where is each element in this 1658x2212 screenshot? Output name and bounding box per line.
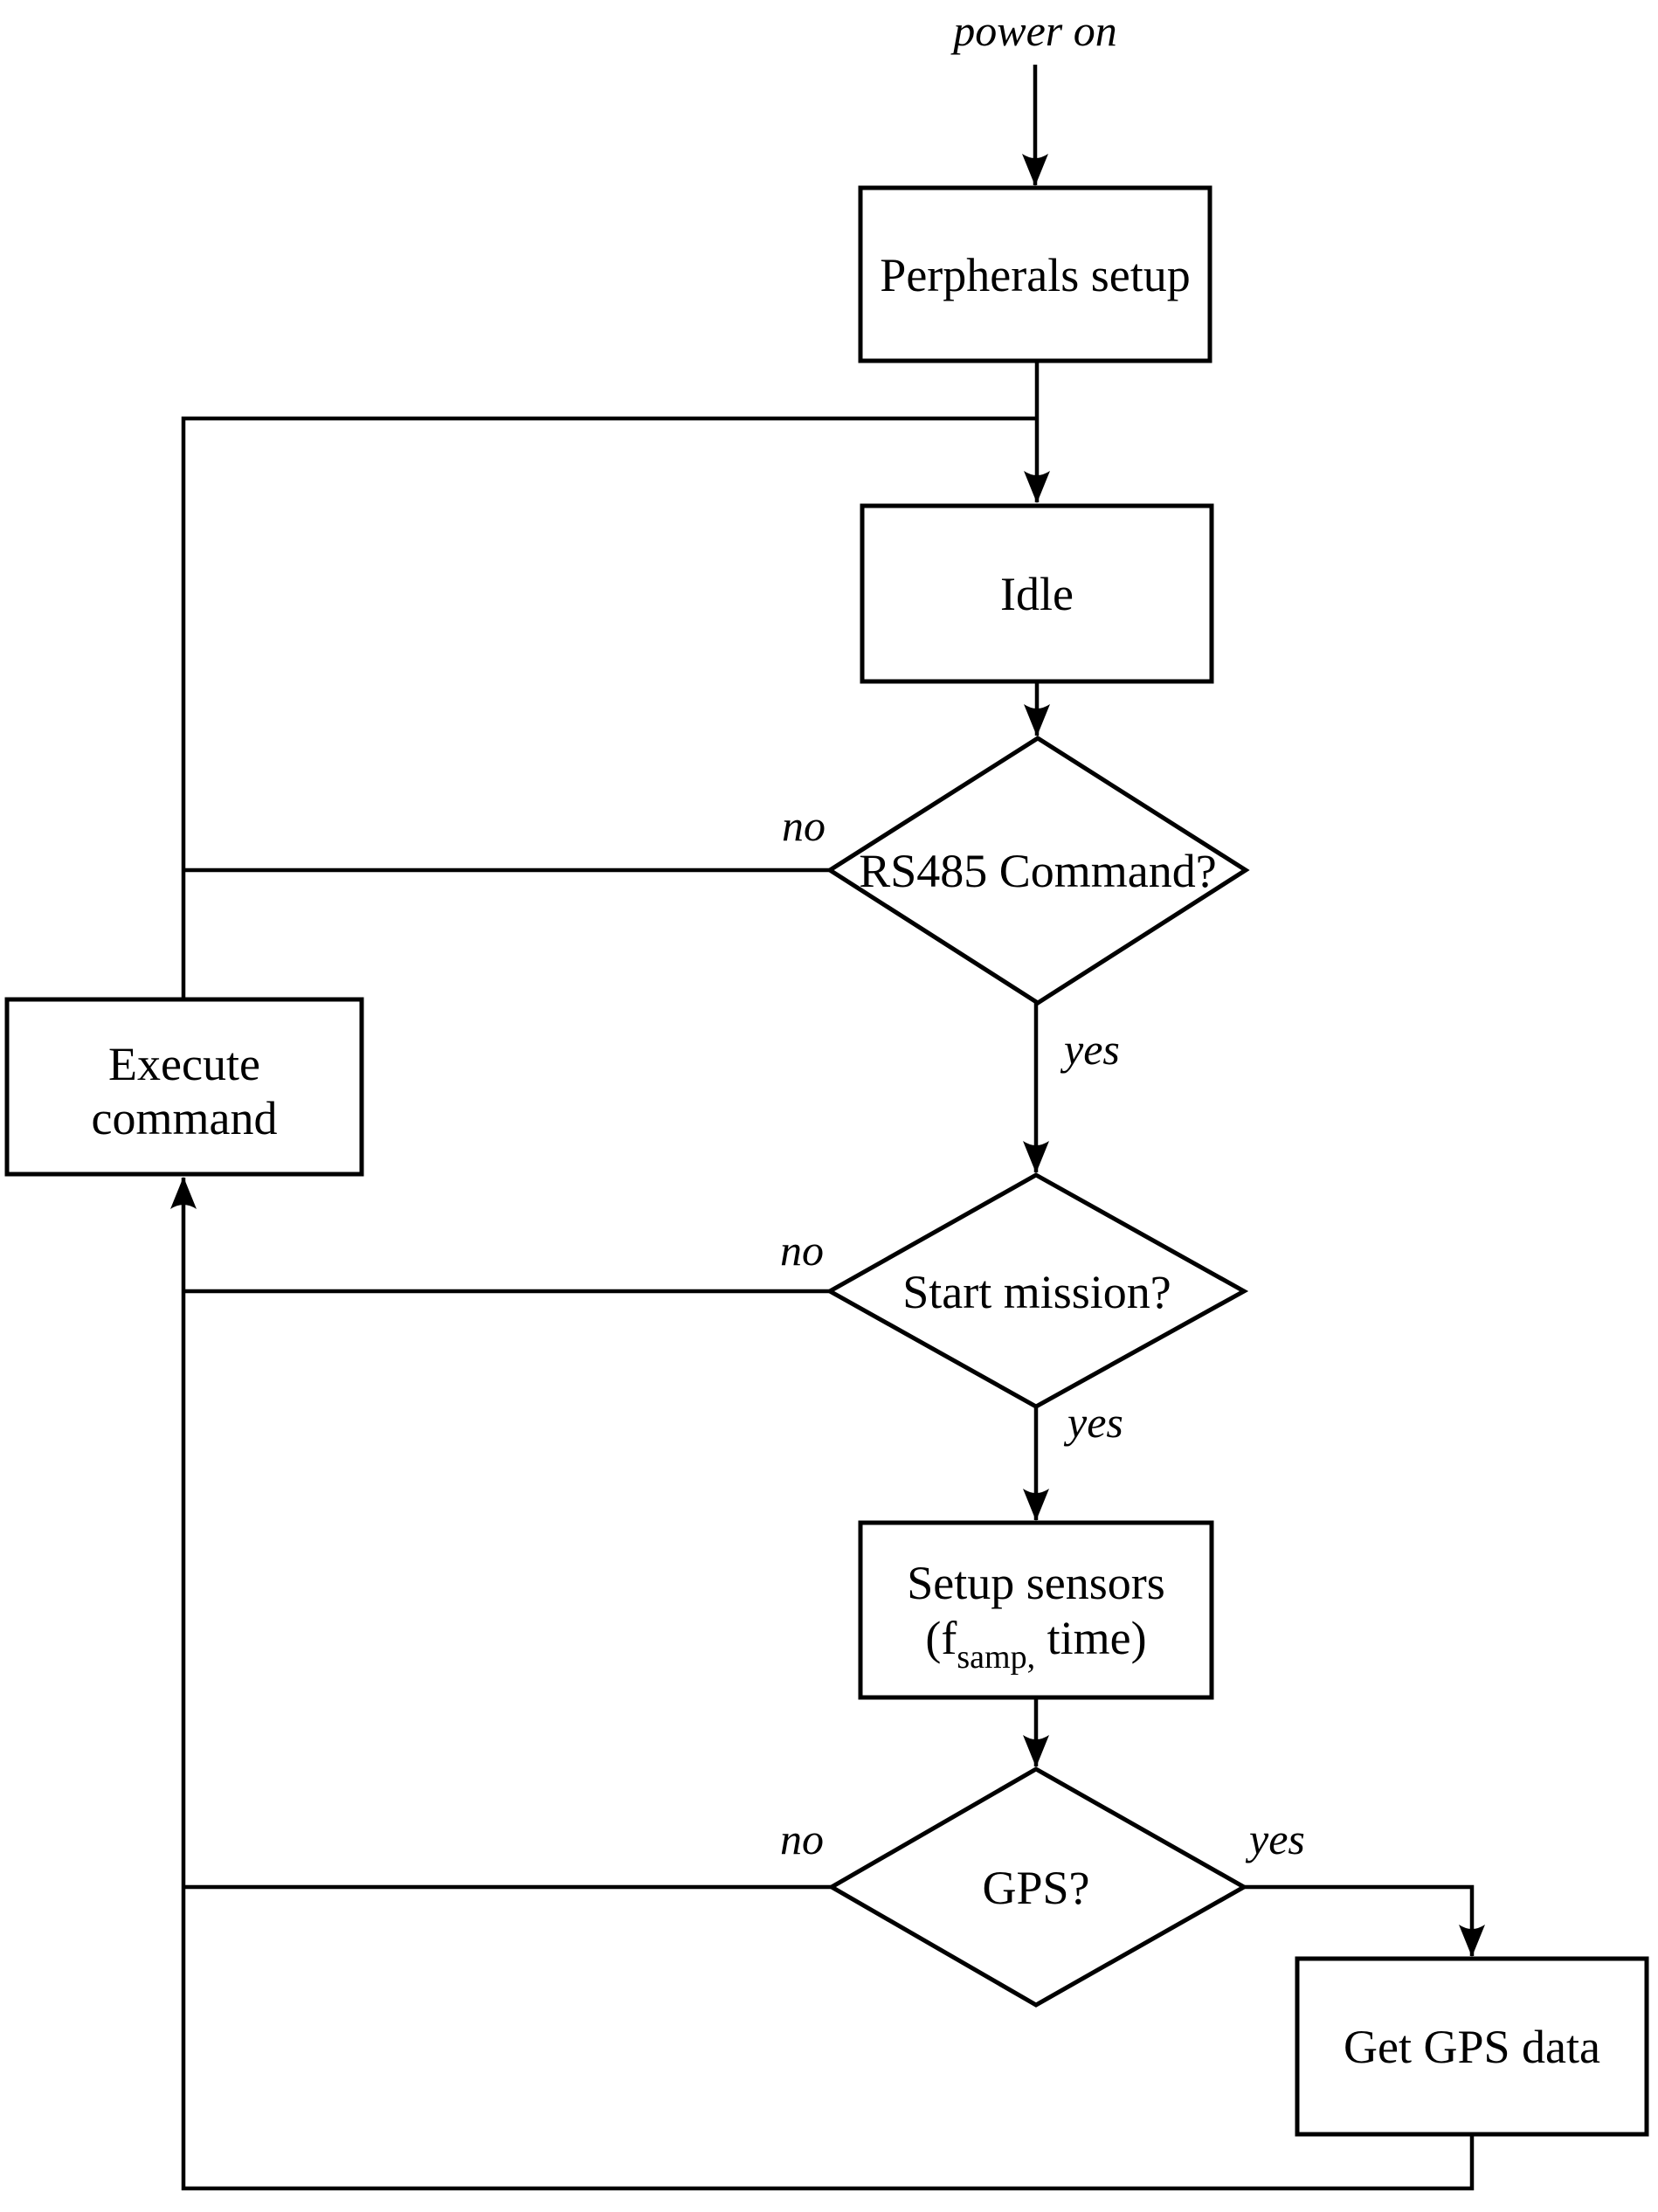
setup-sensors-label-line1: Setup sensors (907, 1557, 1165, 1609)
gps-no-label: no (780, 1815, 824, 1863)
start-mission-yes-label: yes (1063, 1398, 1123, 1447)
start-mission-label: Start mission? (902, 1266, 1171, 1318)
setup-sensors-fsamp-subscript: samp, (957, 1639, 1035, 1676)
edge-loop-to-execute (170, 1177, 1475, 2191)
setup-sensors-box (858, 1520, 1214, 1700)
peripherals-setup-box (858, 185, 1212, 363)
rs485-command-label: RS485 Command? (859, 845, 1217, 897)
idle-box (860, 503, 1214, 684)
rs485-command-diamond (826, 736, 1250, 1006)
gps-diamond (826, 1766, 1249, 2008)
rs485-yes-label: yes (1060, 1025, 1120, 1074)
gps-yes-label: yes (1245, 1815, 1305, 1863)
setup-sensors-label-line2: (fsamp, time) (925, 1612, 1146, 1676)
power-on-label: power on (950, 6, 1117, 55)
peripherals-setup-label: Perpherals setup (880, 249, 1190, 301)
setup-sensors-fsamp-prefix: (f (925, 1612, 957, 1664)
start-mission-diamond (825, 1172, 1249, 1409)
execute-command-label-line1: Execute (108, 1038, 260, 1090)
execute-command-label-line2: command (92, 1092, 278, 1144)
gps-label: GPS? (982, 1862, 1089, 1914)
edge-return-rail-to-idle (181, 416, 1037, 1001)
idle-label: Idle (1000, 568, 1074, 620)
setup-sensors-fsamp-suffix: time) (1035, 1612, 1146, 1664)
rs485-no-label: no (782, 801, 826, 850)
edge-gps-yes (1244, 1884, 1485, 1957)
start-mission-no-label: no (780, 1226, 824, 1275)
get-gps-data-label: Get GPS data (1344, 2021, 1600, 2073)
execute-command-box (4, 997, 364, 1177)
get-gps-data-box (1295, 1956, 1649, 2137)
